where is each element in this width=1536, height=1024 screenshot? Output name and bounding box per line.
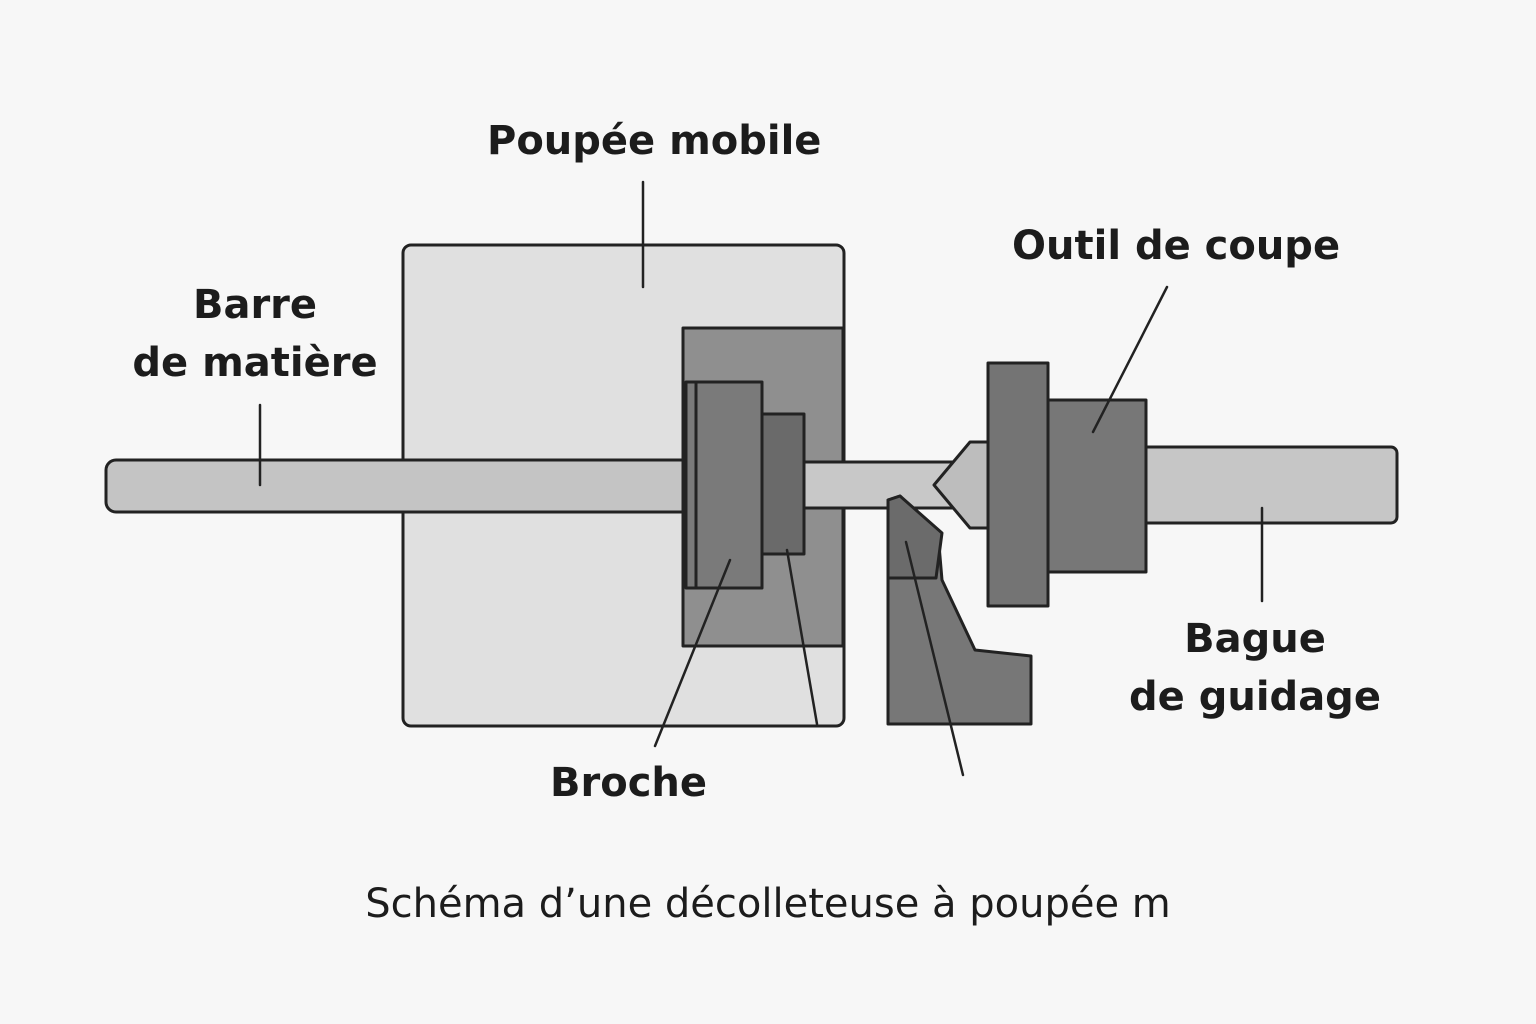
- label-broche: Broche: [550, 760, 708, 806]
- label-bague-guidage: Bague de guidage: [1120, 610, 1390, 726]
- leader-outil-coupe: [1091, 285, 1169, 434]
- label-outil-coupe: Outil de coupe: [1012, 223, 1341, 269]
- label-barre-matiere-line-1: Barre: [192, 282, 318, 328]
- leader-broche-2: [785, 548, 819, 726]
- cone-tip: [932, 440, 992, 530]
- label-bague-guidage-line-2: de guidage: [1129, 674, 1381, 720]
- label-poupee-mobile: Poupée mobile: [487, 118, 822, 164]
- leader-broche-1: [653, 558, 732, 748]
- collet-inner: [760, 412, 806, 556]
- label-barre-matiere-line-2: de matière: [132, 340, 378, 386]
- leader-tool: [904, 540, 965, 777]
- diagram-caption: Schéma d’une décolleteuse à poupée m: [365, 881, 1171, 927]
- guide-bushing-flange: [986, 361, 1050, 608]
- label-bague-guidage-line-1: Bague: [1184, 616, 1326, 662]
- cutting-tool-insert: [886, 494, 944, 580]
- bar-stock: [104, 458, 708, 514]
- collet-outer: [684, 380, 764, 590]
- label-barre-matiere: Barre de matière: [120, 276, 390, 392]
- guide-bushing-sleeve: [1138, 445, 1399, 525]
